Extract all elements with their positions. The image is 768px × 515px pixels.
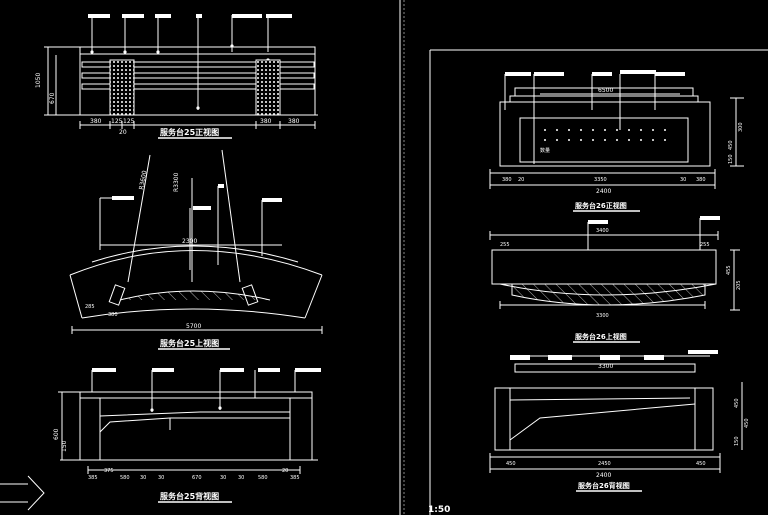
- left-front-view: [44, 14, 318, 129]
- left-back-dim-b6: 670: [192, 475, 202, 481]
- right-top-dots: [588, 216, 720, 224]
- right-front-inner-label: 数量: [540, 147, 550, 154]
- left-front-dim-sub: 20: [119, 129, 127, 136]
- right-front-view: [489, 74, 744, 189]
- right-top-dim-r1: 455: [726, 265, 732, 275]
- left-back-dim-b9: 580: [258, 475, 268, 481]
- right-top-dim-t2: 3400: [596, 228, 609, 234]
- right-top-view: [489, 218, 740, 311]
- ucs-axis-icon: [0, 475, 45, 511]
- right-front-dim-b2: 20: [518, 177, 524, 183]
- left-top-small-dim-1: 285: [85, 304, 95, 310]
- left-back-dim-b10: 20: [282, 468, 288, 474]
- right-back-dim-r1: 450: [734, 398, 740, 408]
- right-front-dim-r2: 450: [728, 140, 734, 150]
- scale-label: 1:50: [428, 505, 450, 515]
- right-back-dim-r3: 150: [734, 436, 740, 446]
- left-top-radius-2: R3300: [173, 172, 180, 192]
- right-front-dim-top: 6500: [598, 87, 613, 94]
- left-back-leader-dots: [92, 368, 321, 412]
- right-top-dim-r2: 205: [736, 280, 742, 290]
- left-back-dim-b3: 580: [120, 475, 130, 481]
- right-back-dim-total: 2400: [596, 472, 611, 479]
- sheet-frames: [399, 0, 768, 515]
- right-front-dim-b3: 3350: [594, 177, 607, 183]
- left-back-dim-b1: 385: [88, 475, 98, 481]
- left-back-view: [58, 370, 318, 474]
- right-back-dim-b1: 450: [506, 461, 516, 467]
- left-front-view-title: 服务台25正视图: [160, 127, 219, 137]
- left-back-dim-600: 600: [53, 428, 60, 440]
- right-back-dim-top: 3300: [598, 363, 613, 370]
- left-front-dim-b5: 380: [288, 118, 300, 125]
- right-back-dim-b2: 2450: [598, 461, 611, 467]
- right-top-dim-t1: 255: [500, 242, 510, 248]
- left-top-view: [69, 149, 323, 334]
- right-front-dots: [505, 70, 685, 76]
- right-top-view-title: 服务台26上视图: [575, 332, 627, 341]
- left-front-dim-b3: 125: [123, 118, 135, 125]
- right-back-view-title: 服务台26背视图: [578, 481, 630, 490]
- right-top-dim-bottom: 3300: [596, 313, 609, 319]
- right-front-dim-b4: 30: [680, 177, 686, 183]
- right-front-dim-b1: 380: [502, 177, 512, 183]
- left-back-dim-b11: 385: [290, 475, 300, 481]
- left-back-dim-b8: 30: [238, 475, 244, 481]
- left-back-dim-b7: 30: [220, 475, 226, 481]
- left-top-dim-2300: 2300: [182, 238, 197, 245]
- left-back-view-title: 服务台25背视图: [160, 491, 219, 501]
- right-front-dot-grid: [544, 129, 666, 141]
- left-top-dim-5700: 5700: [186, 323, 201, 330]
- right-back-view: [489, 355, 743, 473]
- left-top-leader-dots: [112, 184, 282, 210]
- right-back-dim-b3: 450: [696, 461, 706, 467]
- right-back-dim-r2: 450: [744, 418, 750, 428]
- left-top-small-dim-2: 380: [108, 312, 118, 318]
- right-front-dim-b5: 380: [696, 177, 706, 183]
- left-back-dim-b4: 30: [140, 475, 146, 481]
- left-front-dim-1050: 1050: [35, 73, 42, 88]
- left-front-dim-670: 670: [49, 92, 56, 104]
- right-front-dim-r1: 300: [738, 122, 744, 132]
- right-top-dim-t3: 255: [700, 242, 710, 248]
- right-front-dim-r3: 150: [728, 154, 734, 164]
- right-front-view-title: 服务台26正视图: [575, 201, 627, 210]
- right-back-dots: [510, 350, 718, 360]
- right-front-dim-total: 2400: [596, 188, 611, 195]
- left-back-dim-150: 150: [61, 440, 68, 452]
- left-front-dim-b2: 125: [111, 118, 123, 125]
- left-top-view-title: 服务台25上视图: [160, 338, 219, 348]
- left-front-dim-b4: 380: [260, 118, 272, 125]
- left-top-radius-1: R3600: [138, 170, 148, 191]
- left-back-dim-b2: 375: [104, 468, 114, 474]
- left-front-dim-b1: 380: [90, 118, 102, 125]
- left-back-bottom-dims: 385 375 580 30 30 670 30 30 580 20 385: [88, 468, 300, 481]
- left-back-dim-b5: 30: [158, 475, 164, 481]
